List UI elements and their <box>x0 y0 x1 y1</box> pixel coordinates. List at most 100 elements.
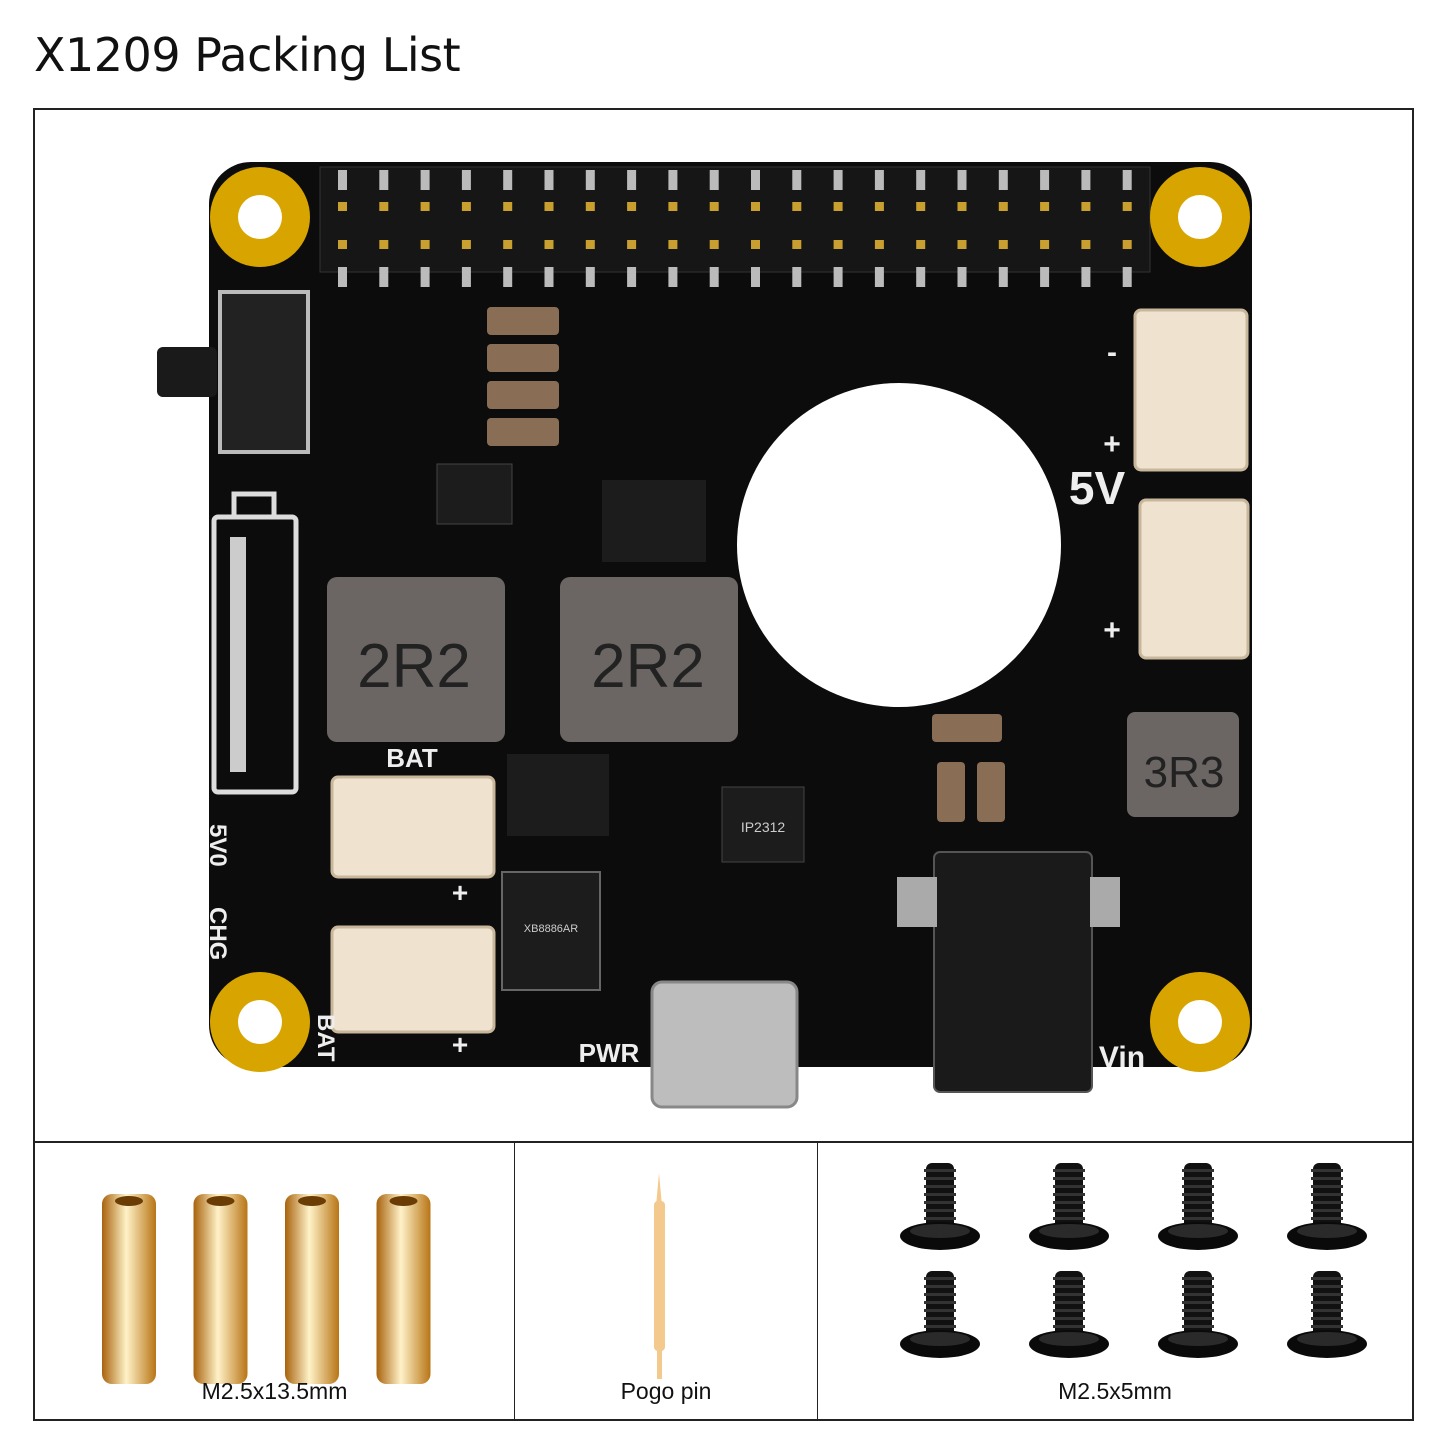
gpio-pin <box>1122 267 1132 287</box>
chip-ip2312 <box>721 786 805 863</box>
gpio-pin <box>1040 267 1050 287</box>
gpio-pin <box>379 267 389 287</box>
gpio-pin <box>957 240 967 249</box>
gpio-pin <box>709 240 719 249</box>
black-screw-icons <box>900 1163 1367 1358</box>
gpio-pin <box>503 170 513 190</box>
inductor <box>327 577 505 742</box>
silk-plus: + <box>452 1029 468 1060</box>
board-panel: 2R2 2R2 3R3 IP2312 XB8886AR <box>35 110 1412 1143</box>
dc-jack <box>933 851 1093 1093</box>
gpio-pin <box>833 170 843 190</box>
item-label: Pogo pin <box>620 1378 712 1404</box>
gpio-pin <box>792 170 802 190</box>
gpio-pin <box>874 202 884 211</box>
black-screw <box>900 1271 980 1358</box>
connector-5v-1 <box>1133 308 1249 472</box>
silk-label-5v: 5V <box>1069 462 1126 514</box>
gpio-pin <box>627 170 637 190</box>
inductor <box>1127 712 1239 817</box>
silk-plus: + <box>1103 614 1121 647</box>
gpio-pin <box>627 240 637 249</box>
gpio-pin <box>379 170 389 190</box>
silk-plus: + <box>1103 428 1121 461</box>
battery-silkscreen <box>211 491 299 795</box>
gpio-pin <box>338 202 347 211</box>
gpio-pin <box>1040 240 1050 249</box>
silk-label-chg: CHG <box>204 907 231 960</box>
gpio-pin <box>503 202 513 211</box>
item-screws: M2.5x5mm <box>818 1143 1412 1419</box>
pcb-board-image: 2R2 2R2 3R3 IP2312 XB8886AR <box>157 162 1252 1109</box>
gpio-pin <box>833 202 843 211</box>
usb-c-port <box>650 980 799 1109</box>
gpio-pin <box>379 202 389 211</box>
silk-plus: + <box>452 877 468 908</box>
gpio-pin <box>668 267 678 287</box>
brass-standoff <box>376 1194 431 1384</box>
gpio-pin <box>1122 170 1132 190</box>
center-cutout <box>737 383 1061 707</box>
gpio-pin <box>916 240 926 249</box>
silk-label-pwr: PWR <box>579 1038 640 1068</box>
gpio-pin <box>1122 240 1132 249</box>
black-screw <box>1029 1163 1109 1250</box>
black-screw <box>1029 1271 1109 1358</box>
connector-5v-2 <box>1138 498 1250 660</box>
black-screw <box>1287 1271 1367 1358</box>
gpio-pin <box>957 267 967 287</box>
inductor-label: 3R3 <box>1144 748 1225 797</box>
gpio-pin <box>503 240 513 249</box>
gpio-pin <box>1122 202 1132 211</box>
gpio-pin <box>1040 170 1050 190</box>
inductor-label: 2R2 <box>591 632 705 701</box>
gpio-pin <box>916 170 926 190</box>
item-label: M2.5x13.5mm <box>201 1378 348 1404</box>
jst-connectors <box>330 308 1250 1034</box>
black-screw <box>900 1163 980 1250</box>
page-title: X1209 Packing List <box>34 28 461 82</box>
gpio-pin <box>627 202 637 211</box>
gpio-pin <box>585 170 595 190</box>
gpio-pin <box>461 240 471 249</box>
gpio-pin <box>461 267 471 287</box>
gpio-pin <box>916 267 926 287</box>
chip <box>602 480 706 562</box>
gpio-pin <box>420 202 430 211</box>
gpio-pin <box>751 267 760 287</box>
inductor <box>560 577 738 742</box>
black-screw <box>1287 1163 1367 1250</box>
silk-label-bat-side: BAT <box>312 1014 339 1062</box>
gpio-pin <box>916 202 926 211</box>
gpio-pin <box>998 267 1008 287</box>
gpio-pin <box>833 267 843 287</box>
gpio-pin <box>461 170 471 190</box>
gpio-pin <box>792 202 802 211</box>
gpio-pin <box>833 240 843 249</box>
gpio-pin <box>1081 202 1091 211</box>
chip-label: XB8886AR <box>524 923 578 935</box>
gpio-pin <box>1081 240 1091 249</box>
gpio-pin <box>998 202 1008 211</box>
gpio-header <box>319 166 1151 273</box>
gpio-pin <box>627 267 637 287</box>
gpio-pin <box>998 240 1008 249</box>
gpio-pin <box>709 202 719 211</box>
mounting-hole-icons <box>210 167 1250 1072</box>
gpio-pin <box>874 267 884 287</box>
gpio-pin <box>585 240 595 249</box>
gpio-pin <box>503 267 513 287</box>
gpio-pin <box>338 267 347 287</box>
gpio-pin <box>751 170 760 190</box>
brass-standoff <box>193 1194 248 1384</box>
silk-label-5v0: 5V0 <box>204 824 231 867</box>
chip-xb8886 <box>501 871 601 991</box>
gpio-pin <box>544 170 554 190</box>
inductor-label: 2R2 <box>357 632 471 701</box>
gpio-pin <box>668 202 678 211</box>
gpio-pin <box>1040 202 1050 211</box>
gpio-pin <box>379 240 389 249</box>
gpio-pin <box>420 240 430 249</box>
chip-label: IP2312 <box>741 819 786 835</box>
brass-standoff <box>285 1194 339 1384</box>
